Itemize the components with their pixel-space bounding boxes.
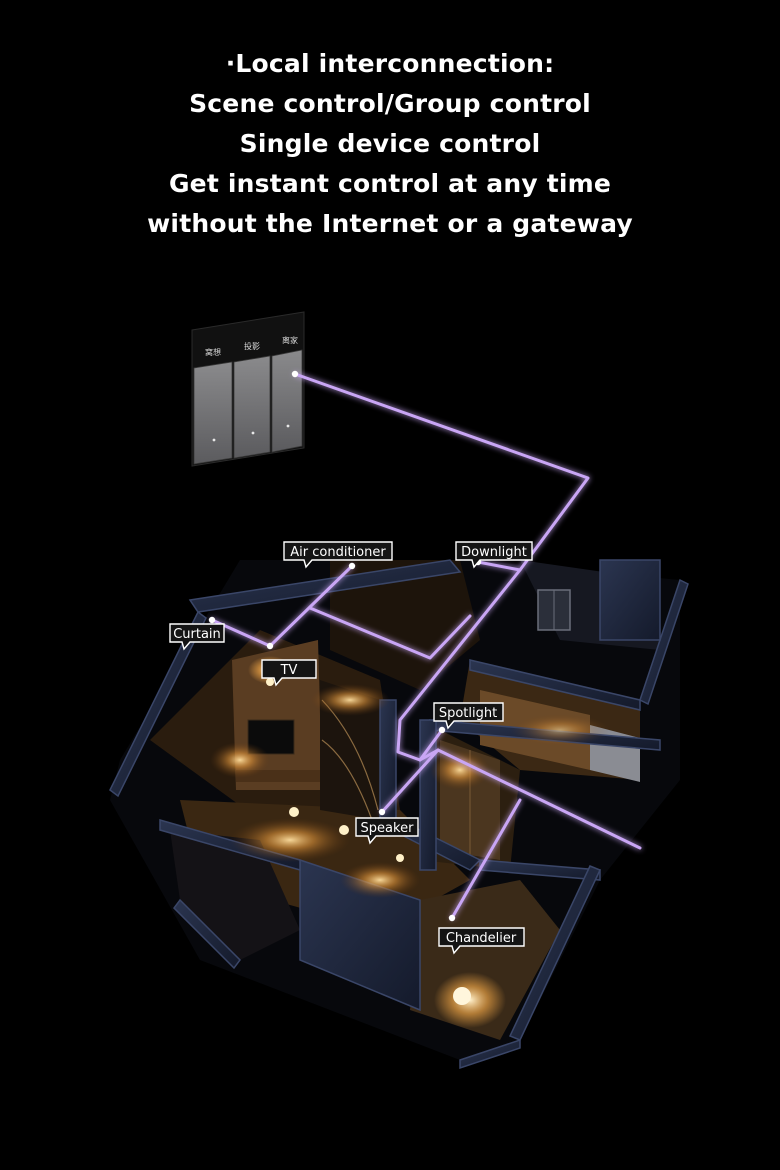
headline-line-1: ·Local interconnection: — [225, 49, 555, 78]
label-tv-text: TV — [280, 663, 298, 678]
connection-lines — [210, 372, 642, 920]
label-speaker-text: Speaker — [361, 821, 415, 836]
headline-line-3: Single device control — [239, 129, 541, 158]
scene-switch-panel: 窝想 投影 离家 — [191, 311, 305, 467]
speaker-dot — [378, 808, 386, 816]
switch-label-3: 离家 — [282, 335, 298, 345]
tv-dot — [266, 642, 274, 650]
tv-branch-line — [308, 606, 472, 660]
label-downlight[interactable]: Downlight — [455, 541, 533, 569]
label-air-conditioner-text: Air conditioner — [290, 545, 386, 560]
label-air-conditioner[interactable]: Air conditioner — [283, 541, 393, 569]
label-chandelier-text: Chandelier — [446, 931, 517, 946]
speaker-line — [380, 748, 440, 814]
spotlight-line — [418, 728, 444, 762]
floor-plan — [109, 559, 689, 1070]
switch-label-1: 窝想 — [205, 347, 221, 357]
headline-line-5: without the Internet or a gateway — [147, 209, 633, 238]
switch-button-3[interactable] — [271, 349, 303, 453]
label-downlight-text: Downlight — [461, 545, 527, 560]
label-chandelier[interactable]: Chandelier — [438, 927, 525, 955]
label-speaker[interactable]: Speaker — [355, 817, 419, 845]
label-spotlight-text: Spotlight — [439, 706, 497, 721]
switch-label-2: 投影 — [244, 341, 260, 351]
downlight-line — [476, 560, 522, 572]
switch-button-1[interactable] — [193, 361, 233, 465]
headline: ·Local interconnection: Scene control/Gr… — [0, 44, 780, 244]
label-curtain-text: Curtain — [173, 627, 221, 642]
device-labels: Air conditioner Downlight Curtain TV Spo… — [169, 541, 533, 955]
headline-line-2: Scene control/Group control — [189, 89, 591, 118]
switch-button-2[interactable] — [233, 355, 271, 459]
switch-endpoint-dot — [291, 370, 299, 378]
chandelier-dot — [448, 914, 456, 922]
label-curtain[interactable]: Curtain — [169, 623, 225, 651]
label-tv[interactable]: TV — [261, 659, 317, 687]
curtain-dot — [208, 616, 216, 624]
spotlight-dot — [438, 726, 446, 734]
label-spotlight[interactable]: Spotlight — [433, 702, 504, 730]
air-conditioner-dot — [348, 562, 356, 570]
headline-line-4: Get instant control at any time — [168, 169, 612, 198]
chandelier-line — [450, 798, 522, 920]
kitchen-floor — [170, 830, 300, 960]
study-floor — [330, 560, 480, 690]
